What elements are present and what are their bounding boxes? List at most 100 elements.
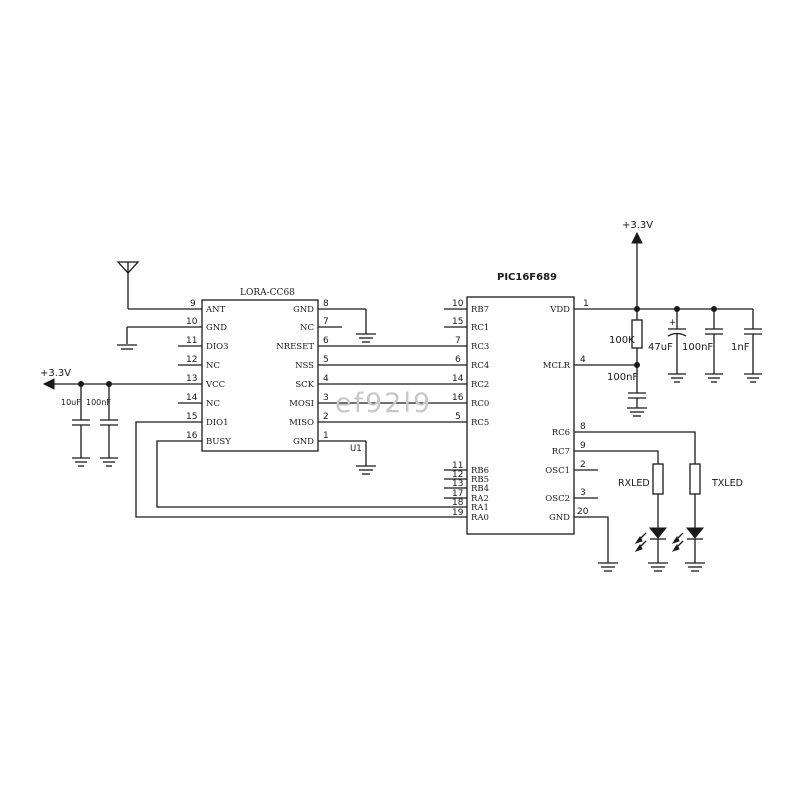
tx-led-resistor (689, 463, 701, 495)
dio-busy-wires (135, 421, 444, 518)
left-supply-label: +3.3V (40, 368, 71, 379)
pic-pin-num: 9 (580, 441, 586, 451)
capacitor-left-2: 100nF (86, 384, 118, 467)
pic-pin-label: RA2 (471, 494, 489, 504)
pic-pin-num: 3 (580, 488, 586, 498)
lora-module-name: LORA-CC68 (240, 288, 295, 298)
lora-module: LORA-CC68 U1 9 10 11 12 13 14 15 16 ANT … (178, 288, 362, 454)
pic-pin-label: MCLR (543, 361, 571, 371)
pic-pin-label: RB6 (471, 466, 489, 476)
rx-led-resistor (652, 463, 664, 495)
lora-right-pin-stubs (318, 308, 342, 442)
pic-pin-num: 4 (580, 355, 586, 365)
pic-pin-num: 15 (452, 317, 463, 327)
resistor-value: 100K (609, 335, 635, 346)
top-supply: +3.3V (598, 220, 753, 312)
lora-pin-label: DIO1 (206, 418, 229, 428)
pic-pin-label: RA0 (471, 513, 489, 523)
rx-led-diode-icon (648, 527, 668, 539)
resistor-pullup: 100K (598, 309, 643, 368)
lora-pin-num: 9 (190, 299, 196, 309)
lora-pin-label: MISO (289, 418, 314, 428)
pic-mcu-body (466, 296, 575, 535)
lora-pin-num: 1 (323, 431, 329, 441)
capacitor-left-1: 10uF (61, 384, 90, 467)
pic-pin-num: 20 (577, 507, 589, 517)
capacitor-value: 47uF (648, 342, 673, 353)
lora-pin-num: 16 (186, 431, 198, 441)
pic-pin-num: 8 (580, 422, 586, 432)
lora-pin-label: SCK (295, 380, 314, 390)
pic-pin-label: RB5 (471, 475, 489, 485)
pic-right-pin-stubs (574, 308, 598, 518)
pic-pin-label: RC5 (471, 418, 489, 428)
capacitor-bulk: + 47uF (648, 309, 687, 383)
lora-pin-label: NC (206, 361, 220, 371)
lora-pin-label: BUSY (206, 437, 231, 447)
capacitor-value: 100nF (682, 342, 713, 353)
pic-pin-label: RC1 (471, 323, 489, 333)
capacitor-value: 10uF (61, 398, 81, 407)
lora-pin-num: 12 (186, 355, 197, 365)
spi-bus-wires (342, 345, 444, 423)
lora-pin-label: ANT (205, 305, 226, 315)
light-emission-icon (671, 532, 684, 552)
lora-pin-num: 5 (323, 355, 329, 365)
pic-pin-label: VDD (549, 305, 570, 315)
tx-led-label: TXLED (711, 478, 743, 489)
tx-led-circuit: TXLED (598, 431, 743, 572)
pic-pin-num: 11 (452, 461, 463, 471)
pic-pin-label: RC2 (471, 380, 489, 390)
pic-pin-num: 18 (452, 498, 464, 508)
lora-pin-num: 13 (186, 374, 197, 384)
lora-pin-label: DIO3 (206, 342, 229, 352)
pic-pin-label: RC3 (471, 342, 489, 352)
lora-pin-label: GND (206, 323, 227, 333)
lora-pin-label: NRESET (276, 342, 314, 352)
pic-pin-label: GND (549, 513, 570, 523)
lora-pin-label: GND (293, 305, 314, 315)
pic-pin-label: RB4 (471, 484, 489, 494)
pic-pin-num: 7 (455, 336, 461, 346)
capacitor-mclr: 100nF (607, 365, 647, 417)
pic-pin-label: RA1 (471, 503, 489, 513)
pic-pin-label: RC0 (471, 399, 489, 409)
pic-pin-num: 14 (452, 374, 464, 384)
lora-module-ref: U1 (350, 444, 362, 454)
light-emission-icon (634, 532, 647, 552)
pic-pin-num: 2 (580, 460, 586, 470)
capacitor-value: 1nF (731, 342, 750, 353)
pic-pin-label: RC7 (552, 447, 570, 457)
lora-pin-num: 11 (186, 336, 197, 346)
left-supply-arrow-icon (42, 378, 55, 390)
lora-pin-num: 2 (323, 412, 329, 422)
lora-pin-num: 14 (186, 393, 198, 403)
lora-pin-label: NC (300, 323, 314, 333)
lora-pin-label: GND (293, 437, 314, 447)
rx-led-label: RXLED (618, 478, 650, 489)
pic-gnd-connection (598, 516, 618, 572)
pic-pin-num: 5 (455, 412, 461, 422)
lora-gnd-connections (342, 308, 376, 475)
lora-pin-label: NC (206, 399, 220, 409)
lora-pin-num: 3 (323, 393, 329, 403)
lora-pin-num: 7 (323, 317, 329, 327)
rx-led-circuit: RXLED (598, 450, 668, 572)
pic-pin-num: 19 (452, 508, 464, 518)
pic-pin-num: 13 (452, 479, 463, 489)
pic-mcu-name: PIC16F689 (497, 272, 557, 283)
pic-pin-num: 17 (452, 489, 463, 499)
pic-pin-num: 12 (452, 470, 463, 480)
pic-left-pin-stubs (444, 308, 467, 518)
pic-pin-label: RC6 (552, 428, 570, 438)
pic-pin-num: 1 (583, 299, 589, 309)
pic-pin-label: RB7 (471, 305, 489, 315)
lora-pin-label: VCC (205, 380, 225, 390)
lora-pin-label: MOSI (289, 399, 314, 409)
polarity-plus-icon: + (669, 318, 676, 328)
pic-pin-label: OSC1 (545, 466, 570, 476)
pic-mcu: PIC16F689 10 15 7 6 14 16 5 11 12 13 17 (444, 272, 598, 535)
capacitor-decouple-2: 1nF (731, 309, 762, 383)
lora-pin-num: 10 (186, 317, 198, 327)
